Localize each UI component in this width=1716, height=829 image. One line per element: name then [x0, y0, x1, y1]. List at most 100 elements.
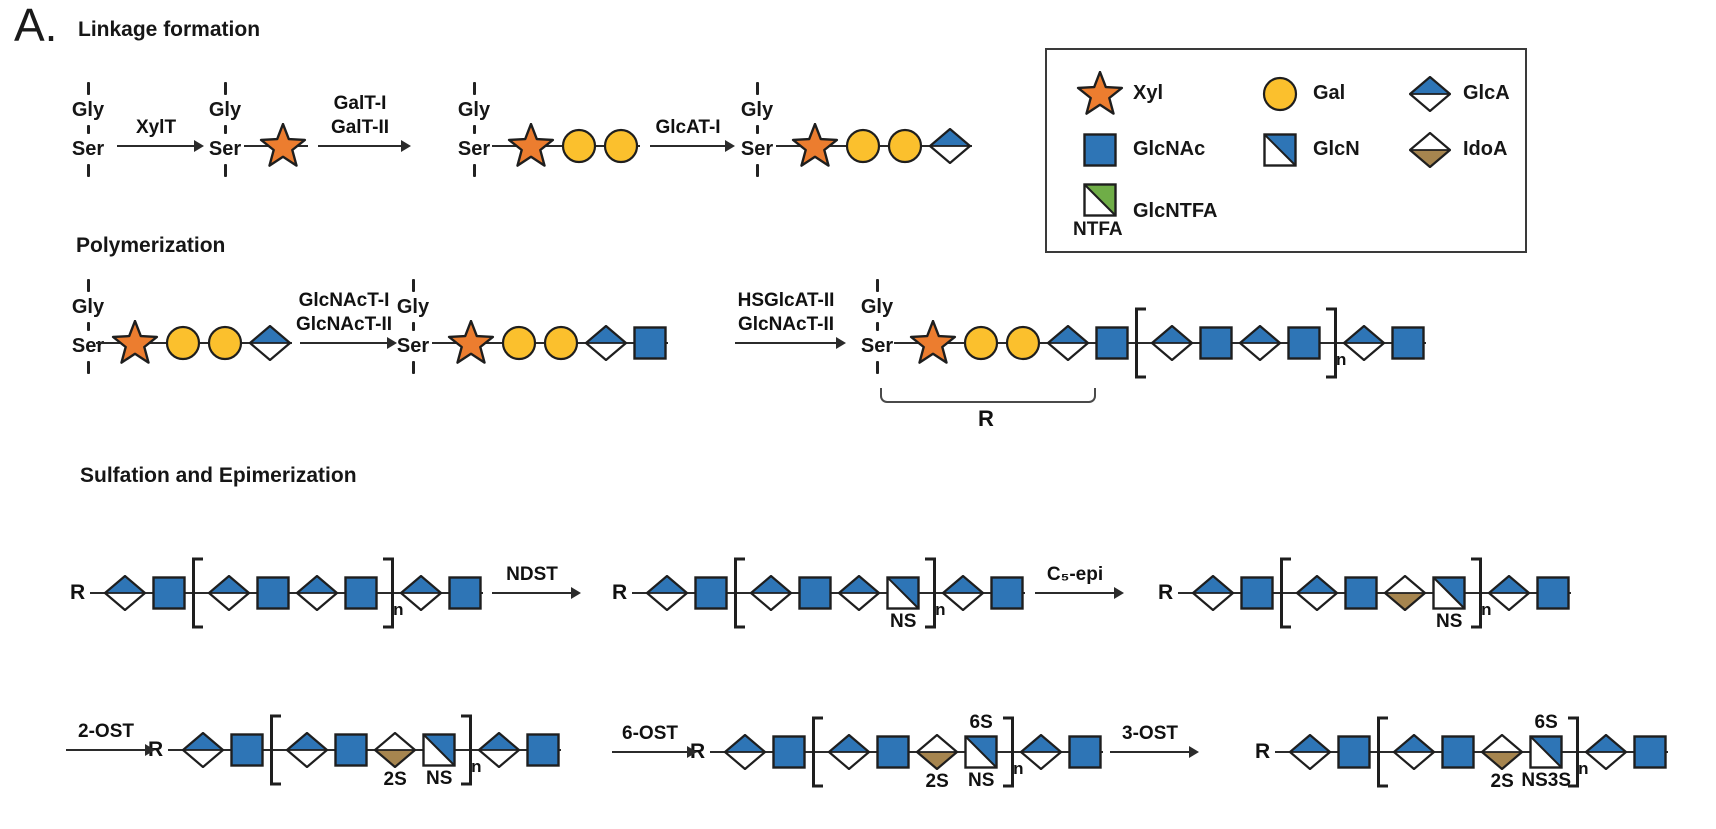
glcnac-square-icon [1075, 132, 1125, 167]
peptide-dash [755, 164, 759, 177]
residue-glca [724, 734, 767, 770]
repeat-bracket-open [810, 715, 824, 789]
legend-label: Xyl [1133, 82, 1164, 104]
chain-prefix-label: R [70, 581, 91, 605]
sulfation-label: NS [1435, 611, 1463, 632]
peptide-dash [755, 82, 759, 95]
residue-glcnac [1095, 326, 1129, 360]
residue-glca [1239, 325, 1281, 361]
residue-glcnac [990, 576, 1024, 610]
residue-glcnac [334, 733, 368, 767]
ser-label: Ser [860, 335, 894, 357]
glycan-chain-linkage-tetrasaccharide [96, 320, 294, 366]
residue-glcnac [633, 326, 667, 360]
peptide-dash [86, 322, 90, 331]
repeat-bracket-open [1133, 306, 1147, 380]
residue-glca [1047, 325, 1089, 361]
residue-idoa: 2S [374, 732, 417, 790]
residue-glca [1289, 734, 1332, 770]
repeat-bracket-close: n [924, 556, 946, 630]
residue-glcn: NS [422, 733, 456, 789]
residue-glcnac [526, 733, 560, 767]
repeat-bracket-close: n [460, 713, 482, 787]
residue-gal [887, 128, 923, 164]
legend-box: Xyl Gal GlcA GlcNAc GlcN IdoA NTFA Glc [1045, 48, 1527, 253]
residue-glca [750, 575, 793, 611]
residue-idoa: 2S [916, 734, 959, 792]
ser-label: Ser [208, 138, 242, 160]
residue-xyl [507, 123, 555, 169]
glycan-chain-first-glcnac [432, 320, 670, 366]
repeat-subscript: n [1013, 759, 1024, 778]
residue-gal [501, 325, 537, 361]
residue-gal [1005, 325, 1041, 361]
residue-xyl [791, 123, 839, 169]
residue-glcnac [798, 576, 832, 610]
legend-entry-gal: Gal [1255, 76, 1405, 112]
sulfation-label: 2S [383, 769, 407, 790]
gly-label: Gly [208, 99, 242, 121]
xyl-star-icon [1075, 70, 1125, 117]
repeat-subscript: n [1481, 600, 1492, 619]
reaction-arrow-6ost: 6-OST [612, 723, 697, 758]
ser-label: Ser [396, 335, 430, 357]
idoa-diamond-icon [1405, 131, 1455, 168]
residue-glca [942, 575, 985, 611]
repeat-bracket-open [190, 556, 204, 630]
repeat-subscript: n [935, 600, 946, 619]
chain-prefix-label: R [1158, 581, 1179, 605]
sulfation-label: NS [889, 611, 917, 632]
r-region-label: R [978, 406, 994, 431]
ser-label: Ser [71, 335, 105, 357]
residue-glcnac [694, 576, 728, 610]
reaction-arrow-glcat1: GlcAT-I [650, 117, 735, 152]
repeat-subscript: n [471, 757, 482, 776]
chain-prefix-label: R [1255, 740, 1276, 764]
gal-circle-icon [1255, 76, 1305, 112]
sulfation-label: 6S [1534, 712, 1558, 733]
ser-label: Ser [740, 138, 774, 160]
repeat-bracket-close: n [1002, 715, 1024, 789]
residue-glca [182, 732, 225, 768]
residue-glcnac [1344, 576, 1378, 610]
sulfation-label: NS [425, 768, 453, 789]
residue-glcnac [344, 576, 378, 610]
peptide-dash [411, 279, 415, 292]
peptide-dash [472, 125, 476, 134]
section-title-polymerization: Polymerization [76, 234, 226, 257]
peptide-dash [875, 361, 879, 374]
reaction-arrow-c5-epi: C₅-epi [1035, 564, 1124, 599]
peptide-dash [472, 164, 476, 177]
residue-glcnac [1287, 326, 1321, 360]
panel-label: A. [14, 0, 58, 51]
gly-label: Gly [396, 296, 430, 318]
glycan-chain-linkage-tetrasaccharide [776, 123, 974, 169]
glcntfa-square-icon [1075, 182, 1125, 217]
reaction-arrow-xylt: XylT [117, 117, 204, 152]
legend-label: GlcA [1463, 82, 1510, 104]
residue-glca [1488, 575, 1531, 611]
glycan-chain-epimerized: R NS n [1158, 556, 1573, 632]
peptide-dash [411, 322, 415, 331]
repeat-bracket-close: n [1567, 715, 1589, 789]
gly-label: Gly [457, 99, 491, 121]
enzyme-label: 3-OST [1122, 723, 1178, 745]
peptide-dash [86, 125, 90, 134]
repeat-subscript: n [1336, 350, 1347, 369]
glcn-square-icon [1255, 132, 1305, 167]
residue-glca [208, 575, 251, 611]
residue-glcnac [1240, 576, 1274, 610]
residue-gal [963, 325, 999, 361]
enzyme-label: 2-OST [78, 721, 134, 743]
residue-glcnac [1068, 735, 1102, 769]
residue-glca [1296, 575, 1339, 611]
gly-label: Gly [860, 296, 894, 318]
residue-glca [1192, 575, 1235, 611]
sulfation-label: NS3S [1521, 770, 1571, 791]
residue-glca [929, 128, 971, 164]
